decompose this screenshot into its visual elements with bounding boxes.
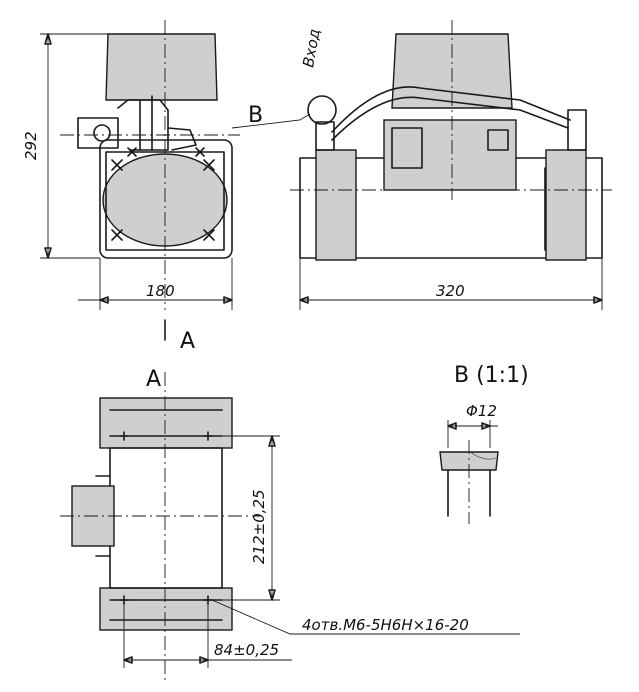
view-a: A 212±0,25 84±0,25 4отв.М6-5Н6Н×16-20 xyxy=(60,367,520,680)
side-right-flange xyxy=(545,149,587,261)
dim-d12-text: Φ12 xyxy=(466,402,497,420)
detail-b-bevel xyxy=(469,451,497,460)
dim-320-text: 320 xyxy=(436,282,465,300)
holes-note: 4отв.М6-5Н6Н×16-20 xyxy=(302,616,469,634)
dim-180-lines xyxy=(78,258,233,310)
view-a-title: A xyxy=(146,367,161,392)
front-clamp xyxy=(167,127,197,151)
detail-b-nozzle-head xyxy=(439,451,499,471)
side-left-flange xyxy=(315,149,357,261)
inlet-callout-circle xyxy=(307,95,337,125)
front-view: 292 180 A xyxy=(22,20,240,354)
dim-320-lines xyxy=(299,258,603,310)
front-terminal-box xyxy=(77,117,119,149)
view-a-bottom-bolts xyxy=(119,595,213,605)
side-central-housing xyxy=(383,119,517,191)
dim-d12-arrows xyxy=(447,422,491,430)
dim-84-text: 84±0,25 xyxy=(214,641,279,659)
dim-320-arrows xyxy=(299,296,603,304)
side-housing-window xyxy=(391,127,423,169)
front-connector-lines xyxy=(139,95,153,151)
front-mounting-plate xyxy=(105,151,225,251)
front-terminal-circle xyxy=(93,124,111,142)
detail-b: B (1:1) Φ12 xyxy=(439,363,529,524)
detail-b-nozzle-stem xyxy=(447,469,491,517)
side-hose xyxy=(331,86,571,133)
view-a-top-flange xyxy=(99,397,233,449)
view-a-bottom-flange xyxy=(99,587,233,631)
dim-180-text: 180 xyxy=(146,282,175,300)
front-motor-housing xyxy=(105,33,218,101)
side-right-connector xyxy=(567,109,587,151)
dim-212-text: 212±0,25 xyxy=(250,489,268,564)
dim-292-arrows xyxy=(44,33,52,259)
view-a-body xyxy=(109,447,223,589)
dim-84-arrows xyxy=(123,656,209,664)
view-a-arrow-label: A xyxy=(180,329,195,354)
dim-212-arrows xyxy=(268,435,276,601)
side-left-connector xyxy=(315,121,335,151)
side-gland xyxy=(487,129,509,151)
detail-b-title: B (1:1) xyxy=(454,363,529,388)
front-bolt-crosses xyxy=(111,147,215,241)
side-hose-inner xyxy=(331,96,569,141)
dim-292-lines xyxy=(40,33,108,259)
callout-b-leader xyxy=(231,113,311,129)
dim-180-arrows xyxy=(99,296,233,304)
callout-b-label: B xyxy=(248,103,263,128)
dim-212-lines xyxy=(222,435,280,601)
front-pump-body xyxy=(99,139,233,259)
holes-note-leader xyxy=(211,599,520,635)
inlet-label: Вход xyxy=(299,27,323,68)
side-view: Вход B 320 xyxy=(231,20,612,310)
view-a-side-pipe xyxy=(95,475,111,557)
front-connector xyxy=(117,99,169,151)
view-a-top-bolts xyxy=(119,431,213,441)
dim-292-text: 292 xyxy=(22,131,40,160)
